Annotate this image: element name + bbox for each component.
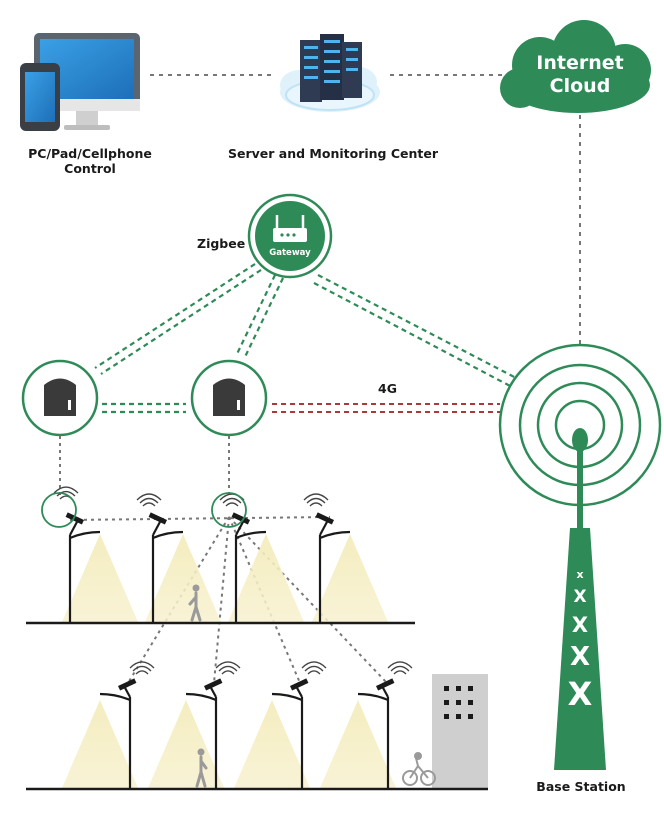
ground-lines [26, 621, 488, 791]
base-station-tower [554, 428, 606, 770]
devices-label-line1: PC/Pad/Cellphone [28, 146, 152, 161]
building [432, 674, 488, 788]
tower-marks: x X X X X [560, 566, 600, 714]
wifi-highlight-circles [41, 492, 247, 528]
cloud-label: Internet Cloud [528, 52, 632, 98]
solar-panels-row-2 [117, 678, 395, 691]
tower-mark: X [569, 642, 591, 672]
light-cones-row-1 [62, 534, 388, 622]
zigbee-label: Zigbee [197, 236, 246, 251]
pedestrian-2 [195, 748, 208, 788]
devices-icon [20, 33, 140, 131]
street-lamps-row-1 [68, 519, 351, 622]
zigbee-links [94, 263, 521, 414]
concentrator-to-lamp-links [59, 436, 388, 684]
devices-label-line2: Control [64, 161, 116, 176]
gateway-node [247, 193, 333, 279]
concentrator-node-1 [21, 359, 99, 437]
tower-mark: X [571, 613, 589, 637]
cloud-label-line2: Cloud [549, 75, 611, 97]
light-cones-row-2 [62, 700, 396, 788]
4g-links [272, 403, 500, 413]
base-station-label: Base Station [536, 779, 626, 794]
server-label: Server and Monitoring Center [228, 146, 439, 161]
internet-cloud-icon [500, 20, 651, 113]
tower-mark: x [576, 568, 584, 581]
pedestrian-1 [188, 584, 202, 622]
4g-label: 4G [378, 381, 397, 396]
devices-label: PC/Pad/Cellphone Control [20, 146, 160, 176]
concentrator-node-2 [190, 359, 268, 437]
gateway-label: Gateway [269, 248, 311, 258]
server-icon [280, 34, 380, 112]
tower-mark: X [567, 675, 593, 713]
cyclist [402, 752, 436, 786]
solar-panels-row-1 [65, 512, 335, 525]
tower-mark: X [573, 587, 587, 607]
top-links [150, 74, 581, 345]
cloud-label-line1: Internet [536, 52, 624, 74]
